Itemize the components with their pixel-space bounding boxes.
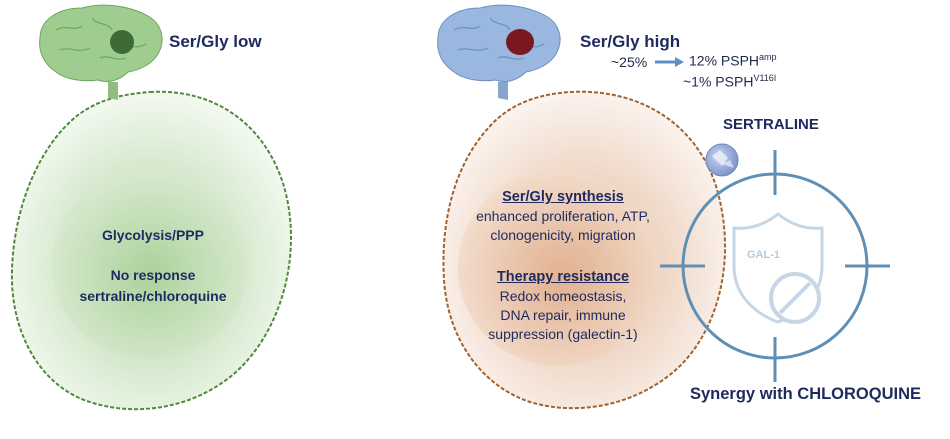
resistance-heading: Therapy resistance bbox=[496, 269, 630, 285]
pill-icon bbox=[705, 143, 739, 177]
resistance-line-1: Redox homeostasis, bbox=[499, 288, 627, 304]
tumor-right bbox=[506, 29, 534, 55]
left-response-line2: sertraline/chloroquine bbox=[79, 288, 227, 304]
arrow-right-icon bbox=[655, 57, 684, 67]
shield-icon bbox=[732, 212, 824, 324]
stat-psph-mut-main: ~1% PSPH bbox=[683, 73, 754, 90]
left-title: Ser/Gly low bbox=[169, 32, 262, 51]
right-title: Ser/Gly high bbox=[580, 32, 681, 51]
resistance-line-2: DNA repair, immune bbox=[500, 307, 626, 323]
synthesis-line-2: clonogenicity, migration bbox=[490, 227, 636, 243]
synthesis-heading: Ser/Gly synthesis bbox=[502, 189, 624, 205]
stat-percentage: ~25% bbox=[611, 54, 648, 70]
left-cell bbox=[10, 90, 292, 411]
synthesis-line-1: enhanced proliferation, ATP, bbox=[476, 208, 650, 224]
left-pathway: Glycolysis/PPP bbox=[102, 227, 204, 243]
prohibited-icon bbox=[769, 272, 821, 324]
tumor-left bbox=[110, 30, 134, 54]
sertraline-label: SERTRALINE bbox=[723, 116, 819, 133]
resistance-block: Therapy resistance Redox homeostasis, DN… bbox=[458, 268, 668, 344]
synthesis-block: Ser/Gly synthesis enhanced proliferation… bbox=[458, 188, 668, 245]
stat-psph-amp-sup: amp bbox=[759, 52, 777, 62]
left-response-line1: No response bbox=[110, 267, 196, 283]
stat-psph-amp: 12% PSPHamp bbox=[689, 52, 777, 69]
gal1-label: GAL-1 bbox=[747, 249, 780, 261]
stat-psph-amp-main: 12% PSPH bbox=[689, 52, 760, 69]
brain-green-icon bbox=[39, 4, 163, 100]
right-cell bbox=[442, 90, 726, 410]
resistance-line-3: suppression (galectin-1) bbox=[488, 326, 638, 342]
stat-psph-mut: ~1% PSPHV116I bbox=[683, 73, 776, 90]
synergy-label: Synergy with CHLOROQUINE bbox=[690, 385, 922, 403]
stat-psph-mut-sup: V116I bbox=[753, 73, 777, 83]
brain-blue-icon bbox=[437, 4, 561, 100]
target-crosshair bbox=[660, 150, 890, 382]
